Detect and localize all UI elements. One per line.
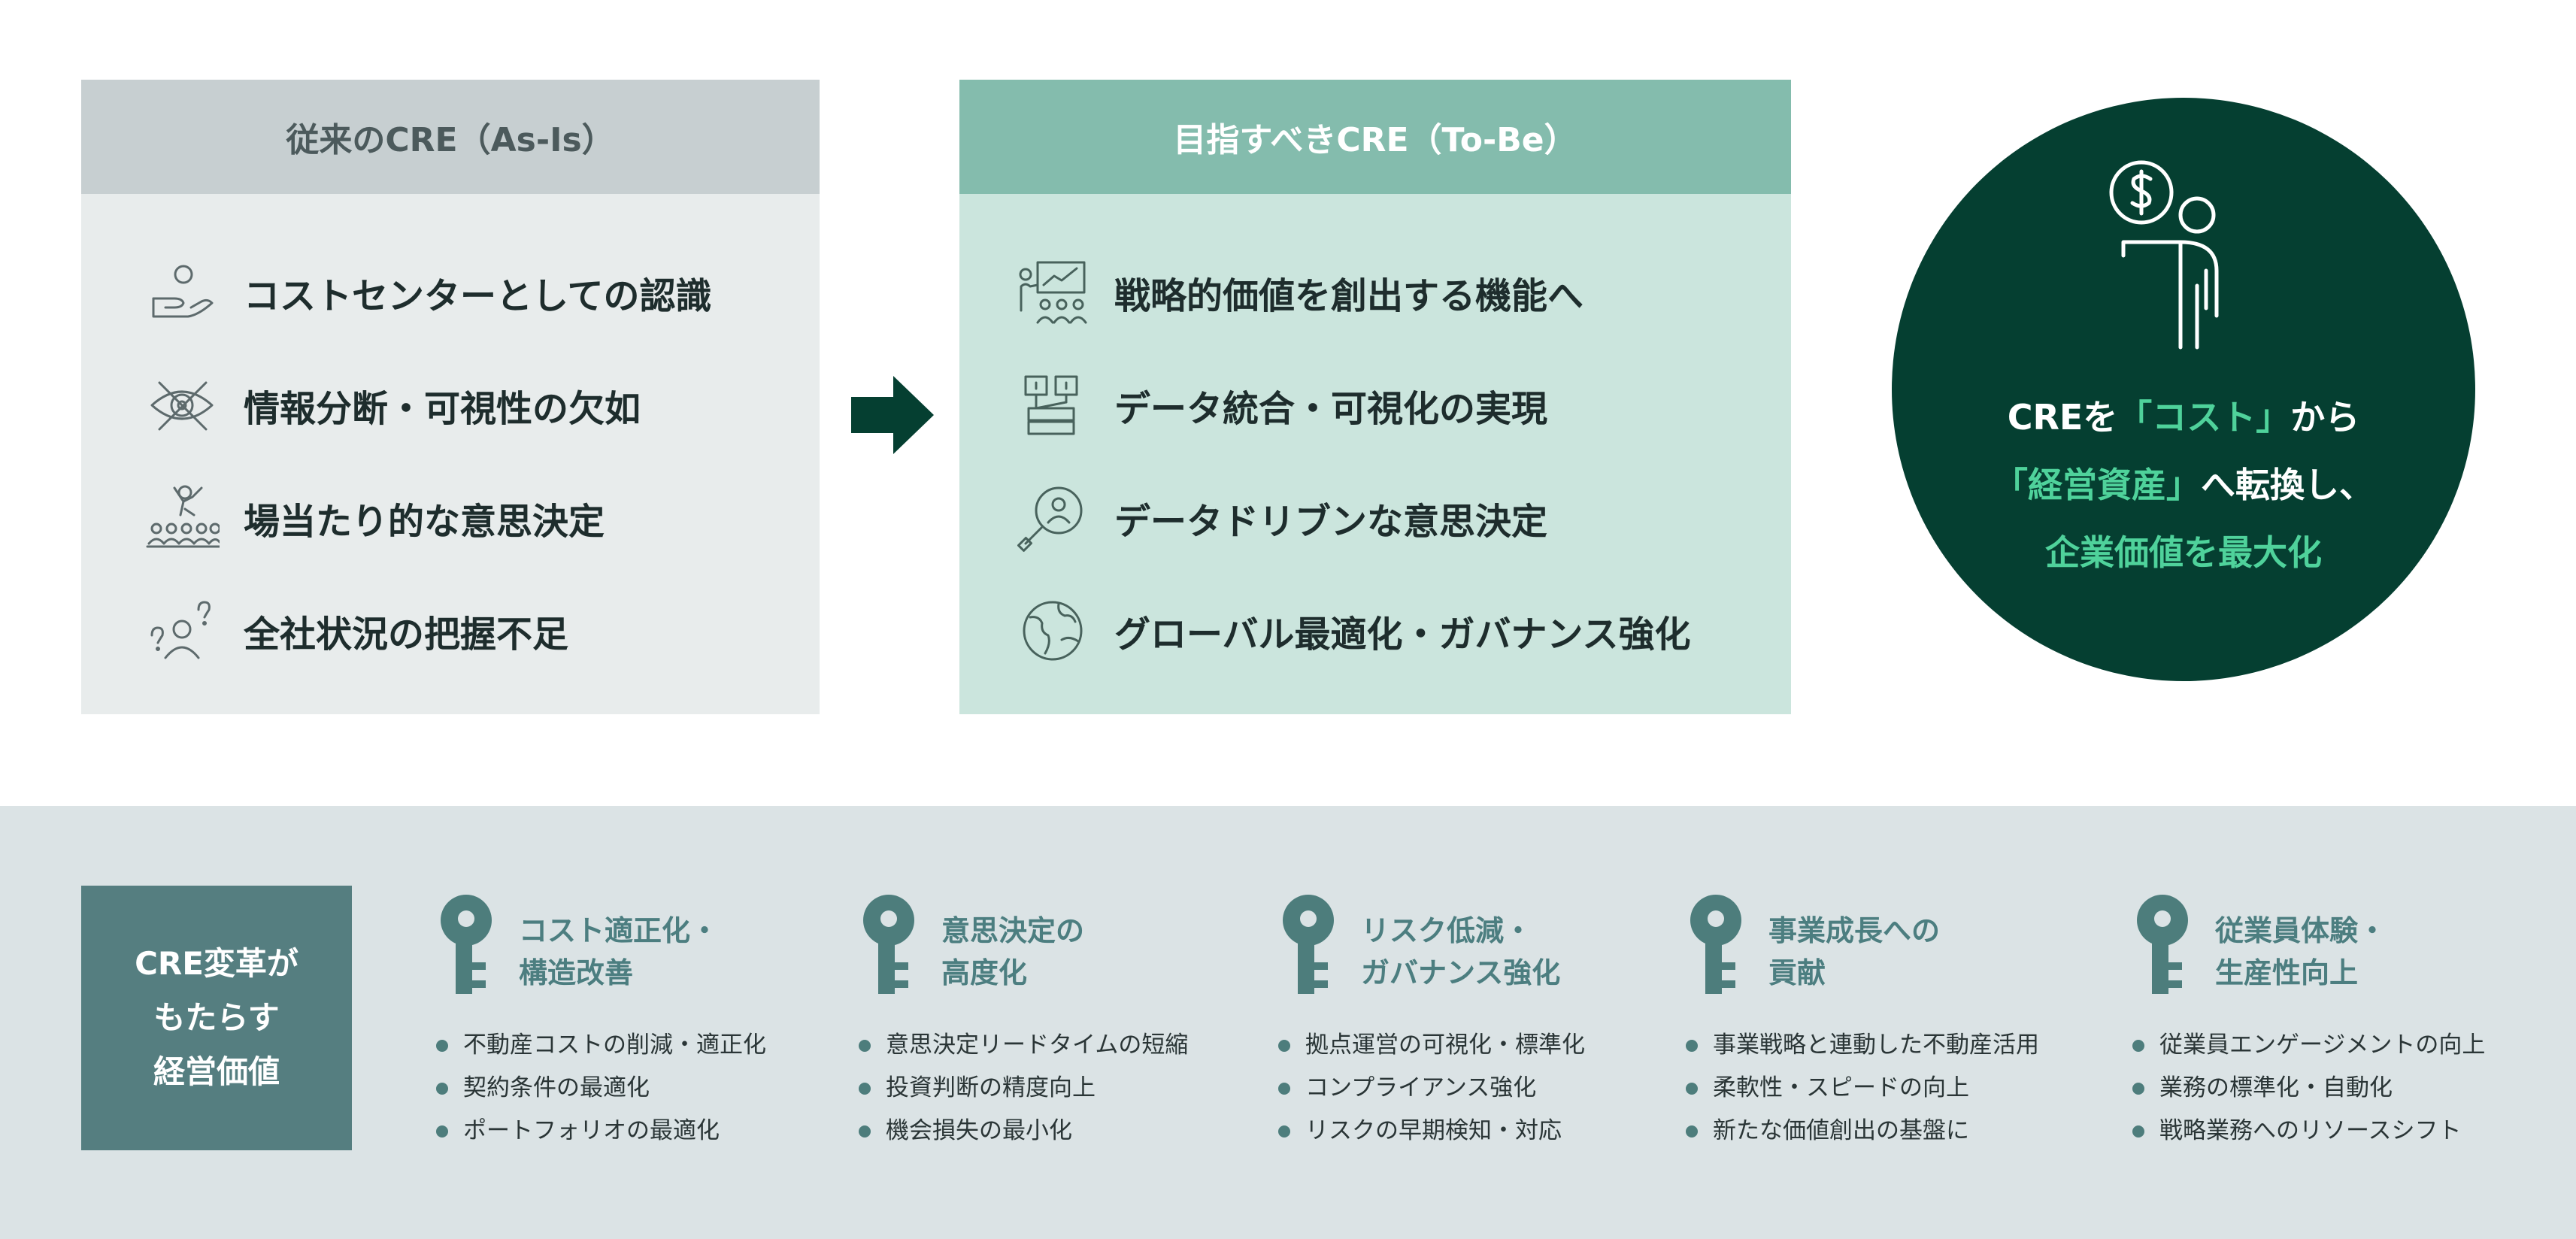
list-item: 投資判断の精度向上 xyxy=(859,1067,1188,1110)
vision-line-1: CREを「コスト」から xyxy=(2007,397,2360,438)
list-item: 意思決定リードタイムの短縮 xyxy=(859,1024,1188,1067)
value-list: 事業戦略と連動した不動産活用 柔軟性・スピードの向上 新たな価値創出の基盤に xyxy=(1686,1024,2039,1153)
person-coin-icon xyxy=(2109,160,2219,350)
list-item: 不動産コストの削減・適正化 xyxy=(436,1024,766,1067)
list-item: 機会損失の最小化 xyxy=(859,1110,1188,1153)
as-is-item: コストセンターとしての認識 xyxy=(81,236,820,349)
value-title: 意思決定の高度化 xyxy=(941,914,1085,989)
magnifier-person-icon xyxy=(1015,480,1090,556)
hand-person-icon xyxy=(144,255,220,330)
list-item: コンプライアンス強化 xyxy=(1278,1067,1585,1110)
value-title: リスク低減・ガバナンス強化 xyxy=(1361,914,1561,989)
to-be-item-label: グローバル最適化・ガバナンス強化 xyxy=(1114,613,1691,656)
as-is-title: 従来のCRE（As-Is） xyxy=(81,80,820,194)
list-item: 戦略業務へのリソースシフト xyxy=(2132,1110,2485,1153)
value-title: 従業員体験・生産性向上 xyxy=(2215,914,2387,989)
as-is-panel: 従来のCRE（As-Is） コストセンターとしての認識 情報分断・可視性の欠如 … xyxy=(81,80,820,714)
list-item: 契約条件の最適化 xyxy=(436,1067,766,1110)
to-be-title: 目指すべきCRE（To-Be） xyxy=(959,80,1791,194)
as-is-item-label: 情報分断・可視性の欠如 xyxy=(244,388,641,430)
key-icon xyxy=(863,895,914,994)
list-item: 業務の標準化・自動化 xyxy=(2132,1067,2485,1110)
list-item: リスクの早期検知・対応 xyxy=(1278,1110,1585,1153)
list-item: ポートフォリオの最適化 xyxy=(436,1110,766,1153)
as-is-item-label: コストセンターとしての認識 xyxy=(244,275,712,317)
to-be-item: 戦略的価値を創出する機能へ xyxy=(959,236,1791,349)
vision-line-3: 企業価値を最大化 xyxy=(2045,532,2322,573)
as-is-item: 情報分断・可視性の欠如 xyxy=(81,349,820,462)
value-list: 意思決定リードタイムの短縮 投資判断の精度向上 機会損失の最小化 xyxy=(859,1024,1188,1153)
value-band: CRE変革が もたらす 経営価値 コスト適正化・構造改善 不動産コストの削減・適… xyxy=(0,806,2576,1239)
list-item: 新たな価値創出の基盤に xyxy=(1686,1110,2039,1153)
presentation-icon xyxy=(1015,255,1090,330)
globe-icon xyxy=(1015,593,1090,668)
question-person-icon xyxy=(144,593,220,668)
to-be-item-label: データドリブンな意思決定 xyxy=(1114,501,1548,543)
value-list: 不動産コストの削減・適正化 契約条件の最適化 ポートフォリオの最適化 xyxy=(436,1024,766,1153)
key-icon xyxy=(1283,895,1334,994)
to-be-item: データ統合・可視化の実現 xyxy=(959,349,1791,462)
value-list: 拠点運営の可視化・標準化 コンプライアンス強化 リスクの早期検知・対応 xyxy=(1278,1024,1585,1153)
to-be-list: 戦略的価値を創出する機能へ データ統合・可視化の実現 データドリブンな意思決定 … xyxy=(959,194,1791,687)
data-integration-icon xyxy=(1015,368,1090,443)
to-be-item-label: 戦略的価値を創出する機能へ xyxy=(1114,275,1584,317)
vision-circle: CREを「コスト」から 「経営資産」へ転換し、 企業価値を最大化 xyxy=(1892,98,2475,681)
vision-line-2: 「経営資産」へ転換し、 xyxy=(1993,465,2374,505)
as-is-item-label: 全社状況の把握不足 xyxy=(244,613,569,656)
vision-text: CREを「コスト」から 「経営資産」へ転換し、 企業価値を最大化 xyxy=(1892,383,2475,586)
to-be-panel: 目指すべきCRE（To-Be） 戦略的価値を創出する機能へ データ統合・可視化の… xyxy=(959,80,1791,714)
value-title: コスト適正化・構造改善 xyxy=(519,914,720,989)
to-be-item-label: データ統合・可視化の実現 xyxy=(1114,388,1548,430)
as-is-item-label: 場当たり的な意思決定 xyxy=(244,501,605,543)
arrow-right-icon xyxy=(851,376,934,454)
value-list: 従業員エンゲージメントの向上 業務の標準化・自動化 戦略業務へのリソースシフト xyxy=(2132,1024,2485,1153)
to-be-item: データドリブンな意思決定 xyxy=(959,462,1791,574)
list-item: 拠点運営の可視化・標準化 xyxy=(1278,1024,1585,1067)
as-is-list: コストセンターとしての認識 情報分断・可視性の欠如 場当たり的な意思決定 全社状… xyxy=(81,194,820,687)
eye-crossed-icon xyxy=(144,368,220,443)
list-item: 柔軟性・スピードの向上 xyxy=(1686,1067,2039,1110)
list-item: 事業戦略と連動した不動産活用 xyxy=(1686,1024,2039,1067)
as-is-item: 全社状況の把握不足 xyxy=(81,574,820,687)
key-icon xyxy=(2137,895,2188,994)
value-badge: CRE変革が もたらす 経営価値 xyxy=(81,886,352,1150)
key-icon xyxy=(1690,895,1741,994)
audience-icon xyxy=(144,480,221,556)
as-is-item: 場当たり的な意思決定 xyxy=(81,462,820,574)
list-item: 従業員エンゲージメントの向上 xyxy=(2132,1024,2485,1067)
value-title: 事業成長への貢献 xyxy=(1768,914,1941,989)
to-be-item: グローバル最適化・ガバナンス強化 xyxy=(959,574,1791,687)
key-icon xyxy=(441,895,492,994)
